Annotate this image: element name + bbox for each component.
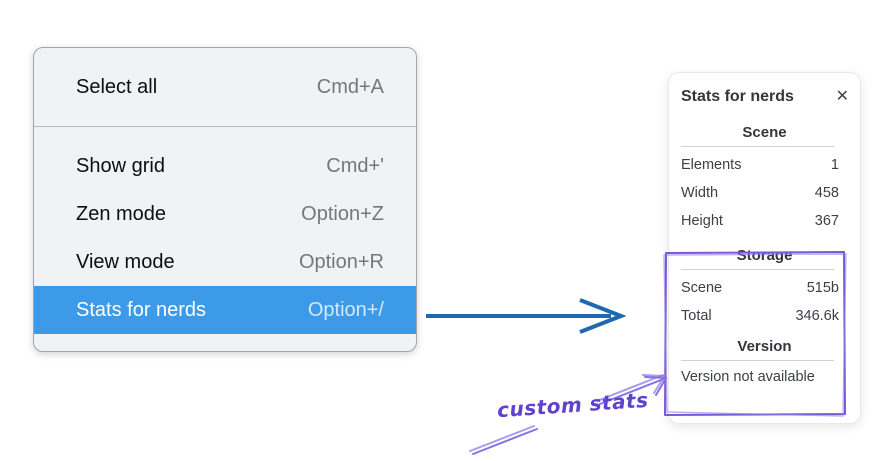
menu-item-shortcut: Cmd+A: [316, 75, 384, 98]
flow-arrow[interactable]: [424, 297, 626, 335]
section-divider: [681, 146, 834, 147]
menu-separator: [34, 126, 416, 127]
menu-item-zen-mode[interactable]: Zen mode Option+Z: [34, 190, 416, 238]
stats-panel-title: Stats for nerds: [681, 88, 794, 105]
annotation-label[interactable]: custom stats: [496, 387, 650, 423]
stat-row-height: Height 367: [669, 207, 860, 235]
context-menu-group-bottom: Show grid Cmd+' Zen mode Option+Z View m…: [34, 127, 416, 349]
menu-item-shortcut: Cmd+': [326, 154, 384, 177]
menu-item-show-grid[interactable]: Show grid Cmd+': [34, 142, 416, 190]
stat-label: Scene: [681, 280, 723, 296]
context-menu: Select all Cmd+A Show grid Cmd+' Zen mod…: [33, 47, 417, 352]
stat-label: Height: [681, 213, 723, 229]
menu-item-shortcut: Option+Z: [301, 202, 384, 225]
stat-label: Width: [681, 185, 719, 201]
section-heading-scene: Scene: [742, 124, 787, 141]
stats-panel: Stats for nerds ✕ Scene Elements 1 Width…: [668, 72, 861, 424]
section-divider: [681, 269, 834, 270]
menu-item-label: Stats for nerds: [76, 298, 207, 321]
menu-item-label: Zen mode: [76, 202, 167, 225]
menu-item-label: Show grid: [76, 154, 165, 177]
section-heading-version: Version: [737, 338, 792, 355]
stat-value: 367: [814, 213, 839, 229]
stat-row-width: Width 458: [669, 179, 860, 207]
stat-value: 1: [830, 157, 839, 173]
stat-row-scene-storage: Scene 515b: [669, 274, 860, 302]
menu-item-label: Select all: [76, 75, 158, 98]
stat-label: Total: [681, 308, 712, 324]
stat-value: 346.6k: [795, 308, 839, 324]
stat-value: 458: [814, 185, 839, 201]
menu-item-shortcut: Option+R: [298, 250, 384, 273]
menu-item-select-all[interactable]: Select all Cmd+A: [34, 63, 416, 111]
menu-item-shortcut: Option+/: [307, 298, 384, 321]
stats-panel-header: Stats for nerds ✕: [669, 73, 860, 106]
stat-value: 515b: [806, 280, 839, 296]
stat-label: Elements: [681, 157, 742, 173]
menu-item-label: View mode: [76, 250, 175, 273]
close-icon[interactable]: ✕: [835, 88, 849, 105]
stat-row-elements: Elements 1: [669, 151, 860, 179]
section-heading-storage: Storage: [736, 247, 793, 264]
section-divider: [681, 360, 834, 361]
stat-row-total-storage: Total 346.6k: [669, 302, 860, 330]
menu-item-stats-for-nerds[interactable]: Stats for nerds Option+/: [34, 286, 416, 334]
menu-item-view-mode[interactable]: View mode Option+R: [34, 238, 416, 286]
version-note: Version not available: [681, 369, 815, 385]
context-menu-group-top: Select all Cmd+A: [34, 48, 416, 126]
